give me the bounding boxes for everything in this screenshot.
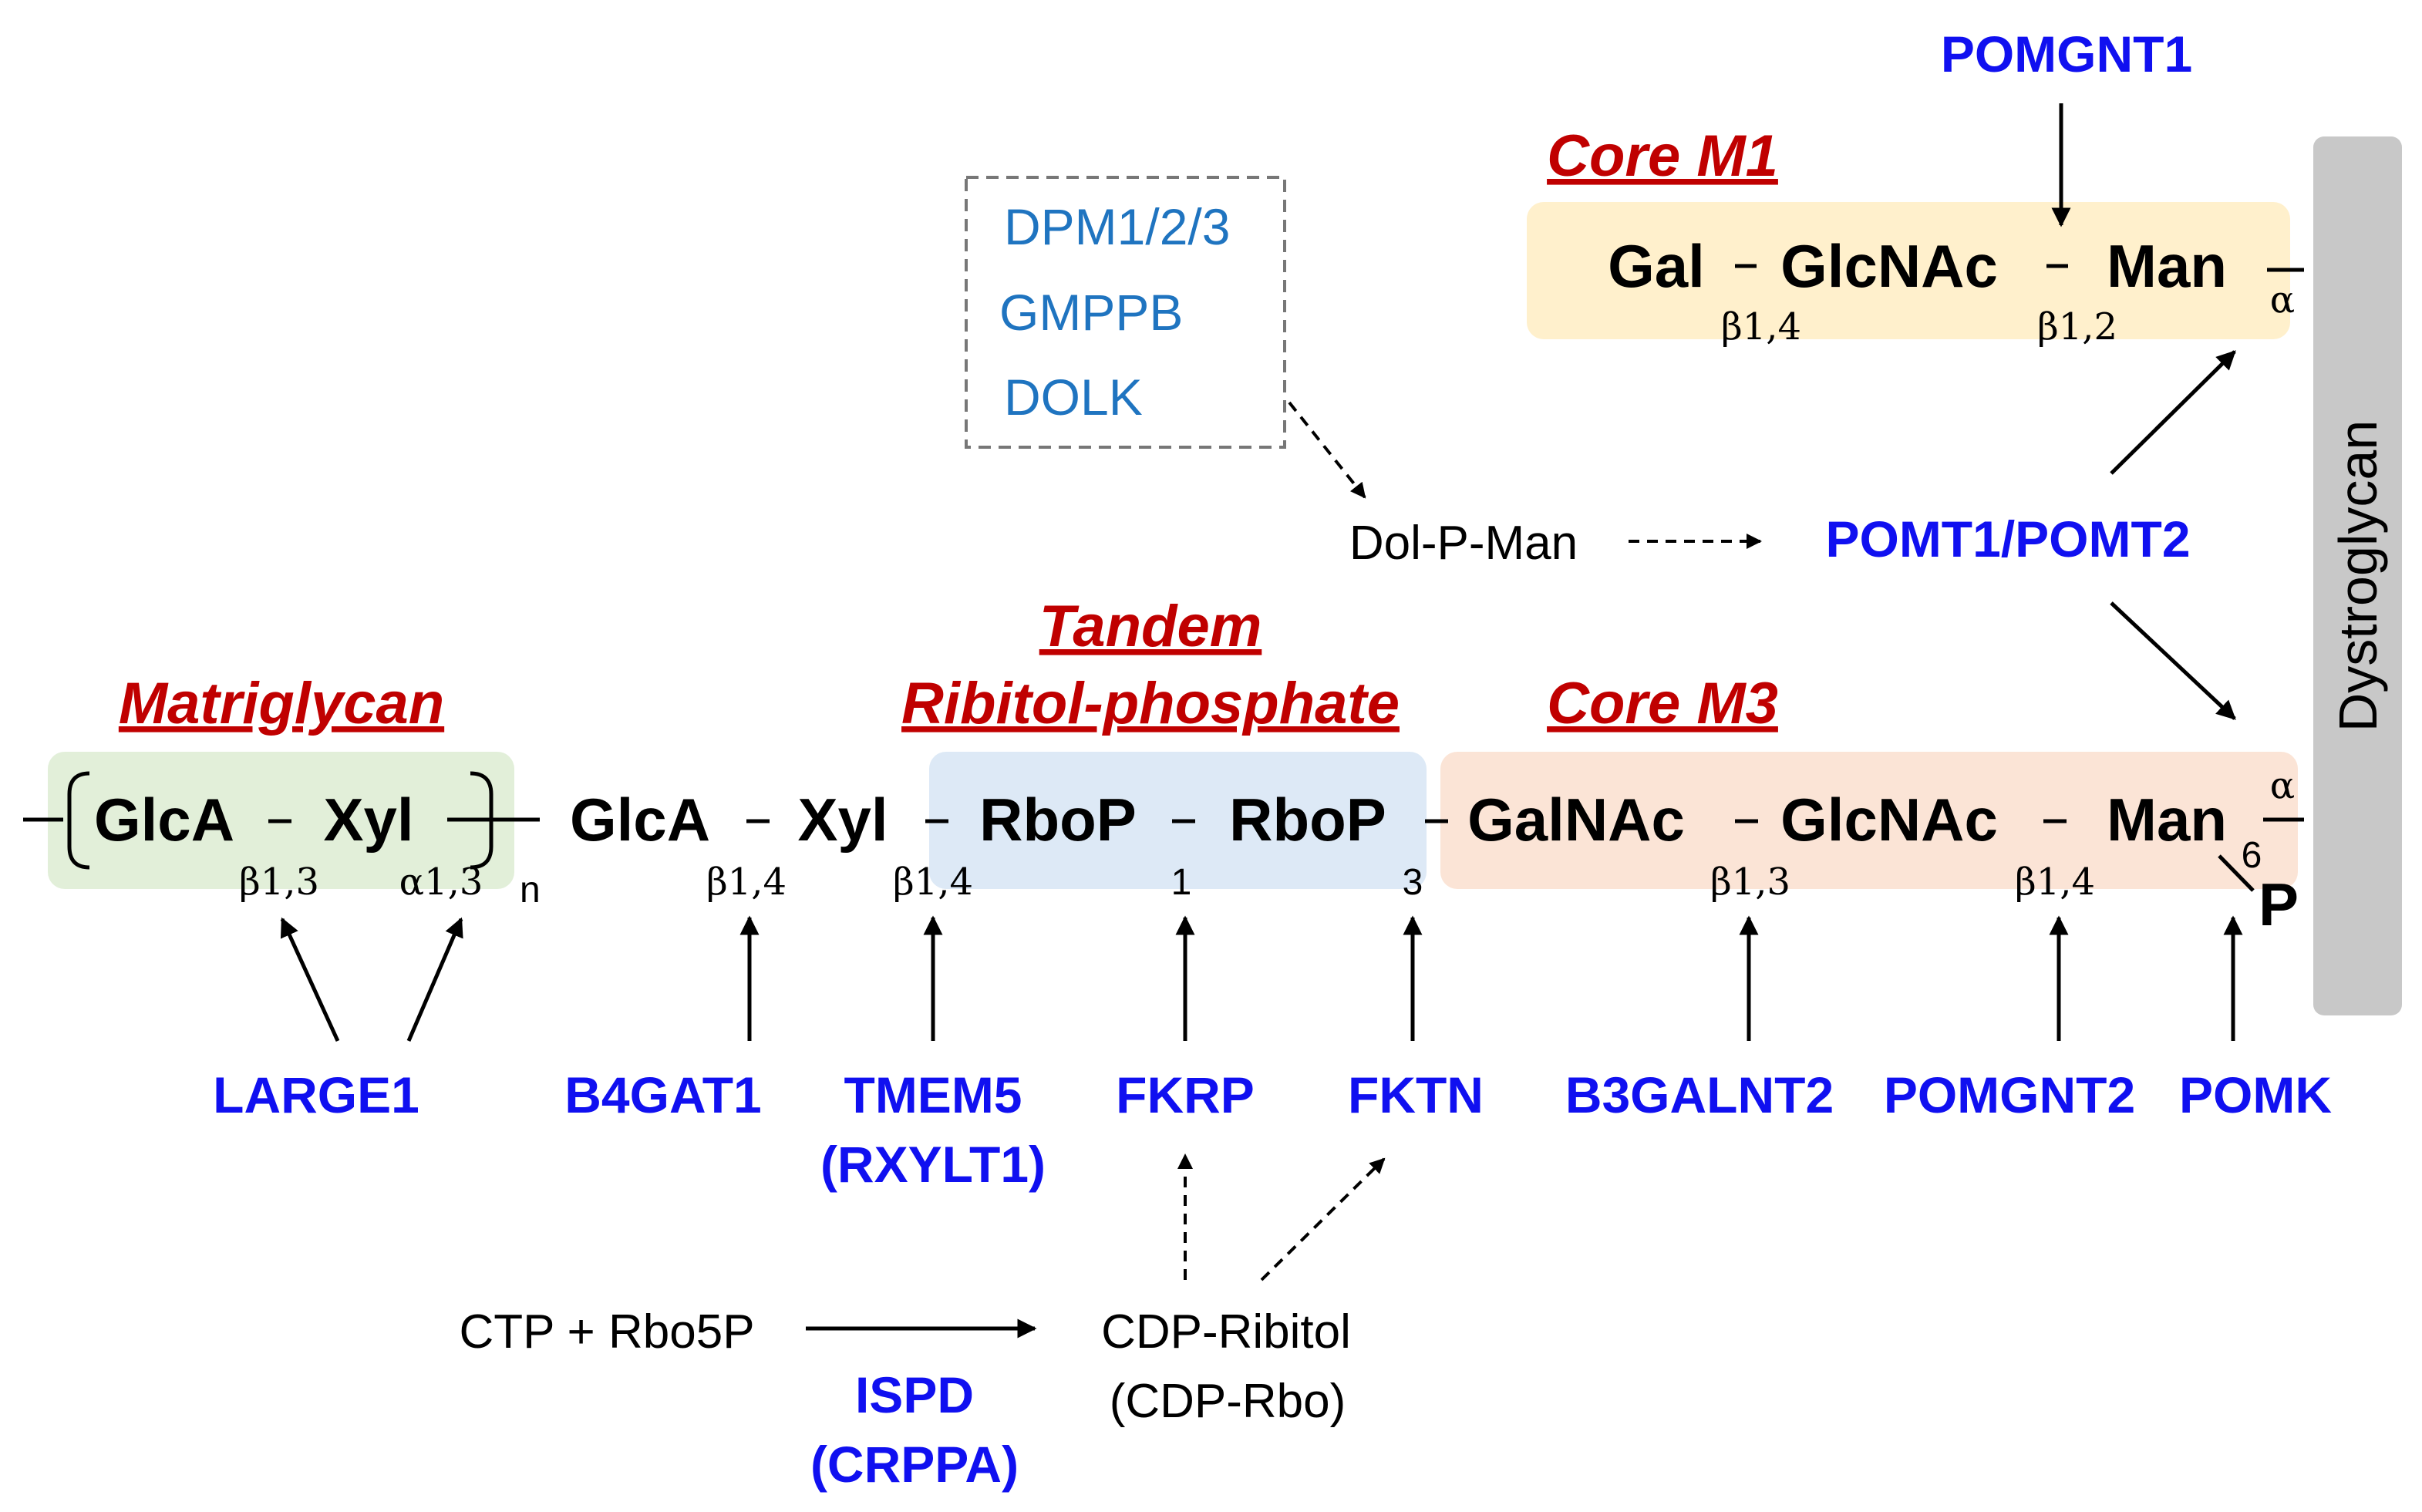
linkage-b14-xyl: β1,4 (893, 860, 973, 904)
dystroglycan-label: Dystroglycan (2328, 420, 2388, 732)
dolk-enzyme-label: DOLK (1004, 369, 1143, 426)
ispd-enzyme: ISPD (855, 1366, 974, 1423)
glca-repeat-sugar: GlcA (94, 786, 234, 854)
repeat-bracket-left (67, 771, 90, 870)
linkage-b12-glcnac-m1: β1,2 (2037, 305, 2117, 349)
man-position-6: 6 (2242, 835, 2262, 876)
tandem-title-line1: Tandem (1039, 594, 1262, 659)
glcnac-sugar-m1: GlcNAc (1780, 232, 1998, 300)
xyl-sugar: Xyl (797, 786, 888, 854)
xyl-repeat-sugar: Xyl (323, 786, 413, 854)
pomgnt2-enzyme: POMGNT2 (1884, 1066, 2135, 1123)
linkage-b13-repeat: β1,3 (239, 860, 319, 904)
arrow-pomt-core-m1 (2110, 350, 2236, 475)
fktn-enzyme: FKTN (1348, 1066, 1484, 1123)
man-alpha-link-m1: α (2270, 278, 2295, 322)
crppa-enzyme: (CRPPA) (810, 1436, 1019, 1493)
man-sugar-m1: Man (2107, 232, 2227, 300)
dashed-arrow-cdprbo-fktn (1260, 1157, 1386, 1281)
arrow-large1-b13 (280, 917, 340, 1042)
fkrp-enzyme: FKRP (1116, 1066, 1255, 1123)
b4gat1-enzyme: B4GAT1 (564, 1066, 762, 1123)
man-alpha-link-m3: α (2270, 764, 2295, 807)
dol-p-man-label: Dol-P-Man (1349, 517, 1578, 570)
linkage-b14-gal-m1: β1,4 (1721, 305, 1801, 349)
glca-sugar: GlcA (570, 786, 710, 854)
galnac-sugar: GalNAc (1467, 786, 1685, 854)
core-m3-box (1440, 752, 2298, 889)
linkage-rbop-3: 3 (1403, 862, 1423, 903)
glcnac-sugar-m3: GlcNAc (1780, 786, 1998, 854)
cdp-ribitol-label: CDP-Ribitol (1101, 1305, 1351, 1359)
core-m1-box (1527, 202, 2290, 339)
matriglycan-title: Matriglycan (119, 671, 444, 736)
arrow-pomt-core-m3 (2110, 601, 2236, 720)
ctp-rbo5p-label: CTP + Rbo5P (459, 1305, 754, 1359)
gmppb-enzyme-label: GMPPB (999, 284, 1183, 341)
dolichol-enzyme-box (965, 176, 1286, 449)
b3galnt2-enzyme: B3GALNT2 (1565, 1066, 1834, 1123)
pomt-enzyme: POMT1/POMT2 (1825, 510, 2190, 567)
rbop-sugar-2: RboP (1229, 786, 1386, 854)
dpm-enzyme-label: DPM1/2/3 (1004, 198, 1230, 255)
tandem-title-line2: Ribitol-phosphate (901, 671, 1400, 736)
bond-man-phosphate (2218, 854, 2255, 892)
pomk-enzyme: POMK (2179, 1066, 2332, 1123)
cdp-rbo-label: (CDP-Rbo) (1110, 1375, 1346, 1428)
tmem5-enzyme: TMEM5 (844, 1066, 1022, 1123)
rxylt1-enzyme: (RXYLT1) (820, 1136, 1046, 1193)
linkage-b13-galnac: β1,3 (1710, 860, 1790, 904)
core-m1-title: Core M1 (1547, 123, 1778, 189)
phosphate-label: P (2259, 870, 2299, 938)
pomgnt1-enzyme: POMGNT1 (1941, 25, 2192, 83)
man-sugar-m3: Man (2107, 786, 2227, 854)
gal-sugar-m1: Gal (1608, 232, 1705, 300)
arrow-large1-a13 (406, 917, 463, 1042)
core-m3-title: Core M3 (1547, 671, 1778, 736)
linkage-b14-glca: β1,4 (706, 860, 787, 904)
rbop-sugar-1: RboP (979, 786, 1137, 854)
large1-enzyme: LARGE1 (213, 1066, 419, 1123)
linkage-b14-glcnac: β1,4 (2015, 860, 2095, 904)
dashed-arrow-enzymes-dolpman (1288, 401, 1366, 499)
repeat-count-label: n (520, 870, 541, 911)
linkage-a13-repeat: α1,3 (399, 860, 483, 904)
linkage-rbop-1: 1 (1171, 862, 1192, 903)
dystroglycan-bar (2313, 136, 2402, 1015)
